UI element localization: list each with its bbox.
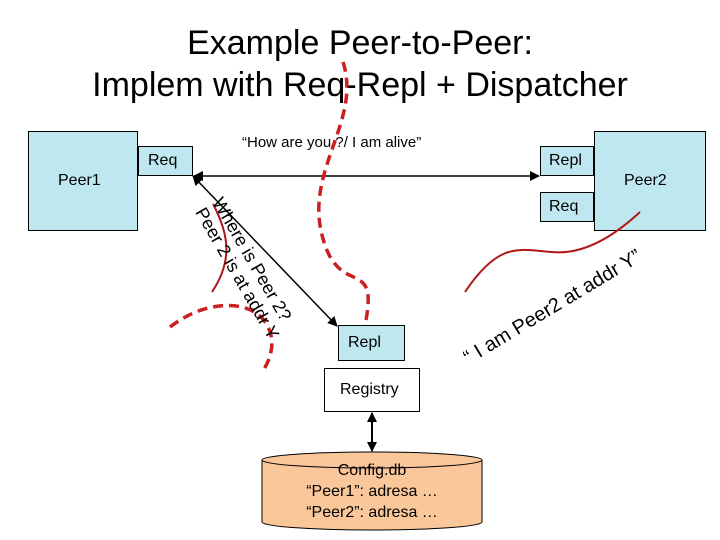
peer1-req-label: Req <box>148 152 178 169</box>
title-line-1: Example Peer-to-Peer: <box>187 24 533 62</box>
dispatcher-repl-box <box>338 325 405 361</box>
query-arrow <box>192 175 338 327</box>
config-db-peer2: “Peer2”: adresa … <box>306 504 438 521</box>
peer2-repl-label: Repl <box>549 152 582 169</box>
peer2-label: Peer2 <box>624 172 667 189</box>
dispatcher-repl-label: Repl <box>348 334 381 351</box>
registry-label: Registry <box>340 381 399 398</box>
boundary-dashed-curve <box>317 61 370 321</box>
peer2-box <box>594 131 706 231</box>
config-db-peer1: “Peer1”: adresa … <box>306 483 438 500</box>
message-label: “How are you ?/ I am alive” <box>242 134 422 151</box>
boundary-curve-right <box>464 211 641 293</box>
peer1-box <box>28 131 138 231</box>
config-db-text: Config.db “Peer1”: adresa … “Peer2”: adr… <box>262 460 482 523</box>
peer1-req-box <box>138 146 193 176</box>
title-line-2: Implem with Req-Repl + Dispatcher <box>92 66 628 104</box>
config-db-title: Config.db <box>337 462 407 479</box>
peer2-req-box <box>540 192 594 222</box>
registry-box <box>324 368 420 412</box>
boundary-dashed-lower <box>168 303 274 374</box>
config-db-cylinder <box>261 451 483 531</box>
boundary-curve-left <box>211 203 228 293</box>
peer2-repl-box <box>540 146 594 176</box>
slide-title: Example Peer-to-Peer: Implem with Req-Re… <box>0 22 720 106</box>
peer2-req-label: Req <box>549 198 579 215</box>
peer1-label: Peer1 <box>58 172 101 189</box>
